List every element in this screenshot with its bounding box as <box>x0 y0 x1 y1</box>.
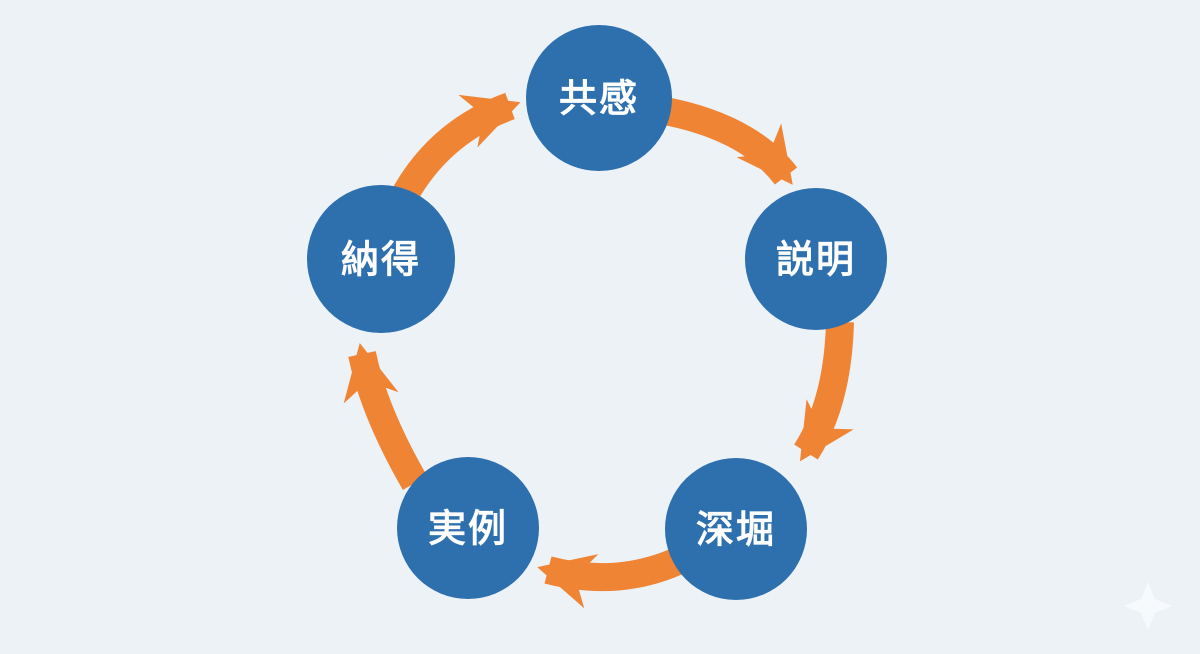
node-explanation-label: 説明 <box>776 240 856 282</box>
sparkle-icon <box>1124 582 1172 630</box>
node-deep-dive-label: 深堀 <box>696 510 776 552</box>
node-explanation: 説明 <box>745 188 887 330</box>
arrow-example-to-conviction-icon <box>343 343 428 490</box>
node-deep-dive-circle <box>665 458 807 600</box>
node-conviction: 納得 <box>307 185 455 333</box>
node-example-label: 実例 <box>428 509 508 551</box>
node-empathy-circle <box>526 25 672 171</box>
node-explanation-circle <box>745 188 887 330</box>
node-deep-dive: 深堀 <box>665 458 807 600</box>
arrow-explanation-to-deep-dive-icon <box>794 321 854 462</box>
node-conviction-circle <box>307 185 455 333</box>
node-empathy: 共感 <box>526 25 672 171</box>
arrow-empathy-to-explanation-icon <box>657 96 798 185</box>
arrow-conviction-to-empathy-icon <box>389 92 521 207</box>
node-empathy-label: 共感 <box>559 79 639 121</box>
node-conviction-label: 納得 <box>341 240 421 282</box>
cycle-nodes: 共感 説明 深堀 実例 納得 <box>307 25 887 600</box>
node-example-circle <box>397 457 539 599</box>
node-example: 実例 <box>397 457 539 599</box>
